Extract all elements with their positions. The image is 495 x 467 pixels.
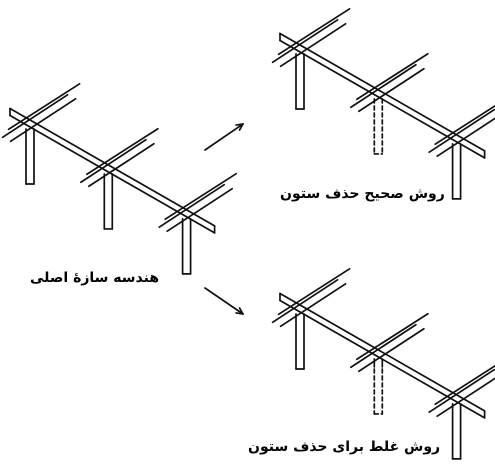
arrow-head-b — [238, 307, 244, 315]
cross-beam-edge-b — [279, 282, 347, 328]
cross-beam-edge-b — [279, 22, 347, 68]
arrow-to-wrong — [204, 287, 244, 315]
cross-beam-edge-a — [428, 108, 495, 154]
cross-beam-edge-b — [88, 142, 155, 188]
main-beam-top-edge — [279, 292, 486, 412]
original-structure-caption: هندسه سازهٔ اصلی — [30, 270, 160, 286]
arrow-shaft — [204, 287, 244, 315]
cross-beam-edge-a — [158, 183, 226, 229]
cross-beam-edge-b — [166, 187, 234, 233]
wrong-removal-frame — [271, 267, 495, 460]
cross-beam-edge-b — [358, 327, 425, 373]
correct-removal-frame — [271, 7, 495, 200]
cross-beam-edge-c — [356, 52, 429, 101]
cross-beam-edge-a — [80, 138, 147, 184]
cross-beam-edge-a — [271, 278, 339, 324]
cross-beam-edge-b — [358, 67, 425, 113]
cross-beam-edge-b — [9, 97, 77, 143]
arrow-head-a — [235, 312, 244, 315]
cross-beam-edge-c — [277, 267, 351, 316]
cross-beam-edge-c — [277, 7, 351, 56]
cross-beam-edge-c — [356, 312, 429, 361]
cross-beam-edge-a — [350, 323, 417, 369]
cross-beam-edge-c — [434, 364, 495, 406]
main-beam-top-edge — [279, 32, 486, 152]
cross-beam-edge-a — [1, 93, 69, 139]
main-beam-top-edge — [9, 107, 216, 227]
cross-beam-edge-c — [86, 127, 159, 176]
cross-beam-edge-b — [436, 117, 495, 158]
cross-beam-edge-a — [271, 18, 339, 64]
arrow-shaft — [204, 123, 244, 151]
correct-removal-caption: روش صحیح حذف ستون — [280, 186, 445, 202]
cross-beam-edge-a — [428, 368, 495, 414]
cross-beam-edge-b — [436, 377, 495, 418]
arrow-head-a — [238, 123, 244, 131]
cross-beam-edge-c — [434, 104, 495, 146]
cross-beam-edge-c — [7, 82, 81, 131]
cross-beam-edge-a — [350, 63, 417, 109]
cross-beam-edge-c — [164, 172, 238, 221]
arrow-head-b — [235, 123, 244, 126]
arrow-to-correct — [204, 123, 244, 151]
original-structure-frame — [1, 82, 238, 275]
wrong-removal-caption: روش غلط برای حذف ستون — [248, 439, 441, 455]
